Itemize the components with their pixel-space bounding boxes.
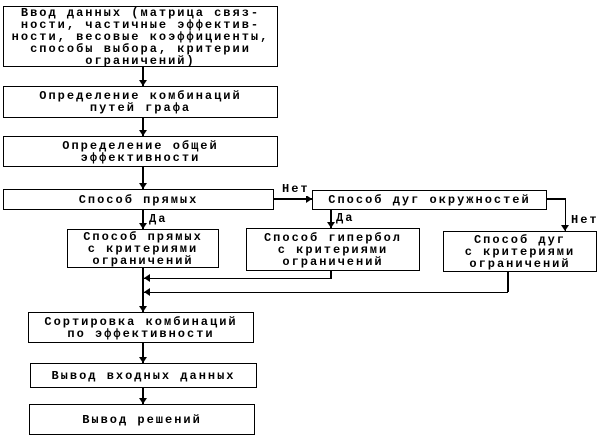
edge-efficiency-to-lines-method <box>142 167 144 189</box>
edge-criteria-merge-spine <box>142 268 144 312</box>
edge-no-arcs-horizontal <box>547 198 566 200</box>
node-hyperbolas-with-criteria: Способ гипербол с критериями ограничений <box>246 228 420 271</box>
node-sorting: Сортировка комбинаций по эффективности <box>28 312 254 343</box>
edge-label-no-2: Нет <box>570 213 600 227</box>
node-path-combinations: Определение комбинаций путей графа <box>3 86 278 118</box>
edge-input-to-combinations <box>142 67 144 86</box>
edge-yes-arcs-to-hyperbolas <box>330 210 332 228</box>
node-lines-with-criteria: Способ прямых с критериями ограничений <box>67 229 219 268</box>
arrowhead-to-lines-method <box>139 183 147 189</box>
edge-no-arcs-vertical <box>564 198 566 231</box>
node-arcs-with-criteria: Способ дуг с критериями ограничений <box>443 231 597 272</box>
arrowhead-to-lines-criteria <box>139 223 147 229</box>
arrowhead-hyperbolas-merge <box>144 274 150 282</box>
edge-output-data-to-solutions <box>142 388 144 404</box>
arrowhead-arcs-merge <box>144 288 150 296</box>
edge-label-yes-1: Да <box>148 212 169 226</box>
arrowhead-to-arcs-method <box>306 195 312 203</box>
node-lines-method: Способ прямых <box>3 189 274 210</box>
edge-arcs-criteria-stub <box>507 272 509 292</box>
arrowhead-to-output-data <box>139 357 147 363</box>
edge-label-yes-2: Да <box>335 211 356 225</box>
edge-hyperbolas-merge <box>143 277 331 279</box>
arrowhead-to-combinations <box>139 80 147 86</box>
edge-hyperbolas-stub <box>330 271 332 279</box>
edge-combinations-to-efficiency <box>142 118 144 136</box>
edge-no-lines-to-arcs-method <box>274 198 312 200</box>
arrowhead-to-efficiency <box>139 130 147 136</box>
node-overall-efficiency: Определение общей эффективности <box>3 136 278 167</box>
arrowhead-to-output-solutions <box>139 398 147 404</box>
node-arcs-method: Способ дуг окружностей <box>312 190 547 210</box>
node-output-solutions: Вывод решений <box>29 404 255 435</box>
edge-sorting-to-output-data <box>142 343 144 363</box>
arrowhead-to-sorting <box>139 306 147 312</box>
edge-yes-lines-to-lines-criteria <box>142 210 144 229</box>
arrowhead-to-hyperbolas <box>327 222 335 228</box>
edge-arcs-criteria-merge <box>143 291 508 293</box>
arrowhead-to-arcs-criteria <box>561 225 569 231</box>
node-output-input-data: Вывод входных данных <box>30 363 257 388</box>
node-input-data: Ввод данных (матрица связ- ности, частич… <box>3 6 278 67</box>
edge-label-no-1: Нет <box>281 182 311 196</box>
